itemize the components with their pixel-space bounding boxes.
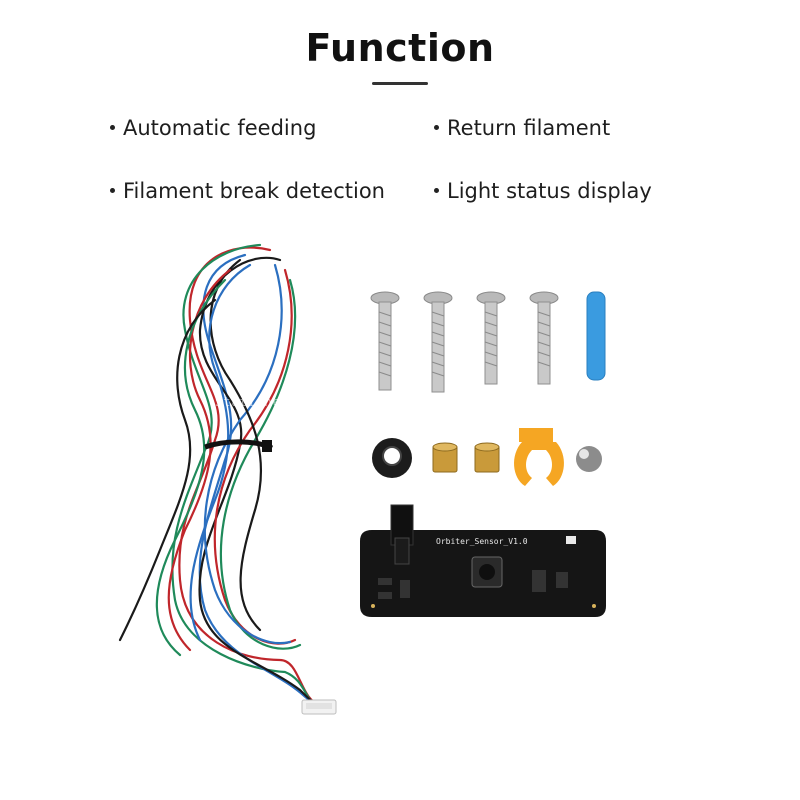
feature-label: Filament break detection <box>123 179 385 203</box>
feature-return-filament: Return filament <box>434 116 610 140</box>
brass-standoff <box>474 442 500 473</box>
watermark: Stationery And Computer Accessories Z St… <box>215 395 569 409</box>
feature-label: Light status display <box>447 179 652 203</box>
screw <box>423 291 453 393</box>
bullet-icon <box>110 187 115 193</box>
feature-light-status-display: Light status display <box>434 179 652 203</box>
steel-ball <box>576 446 602 472</box>
title-underline <box>372 82 428 85</box>
feature-automatic-feeding: Automatic feeding <box>110 116 316 140</box>
cable-bundle <box>118 243 328 710</box>
pcb-silkscreen-label: Orbiter_Sensor_V1.0 <box>436 537 528 546</box>
grommet <box>372 438 412 478</box>
orange-clip <box>514 428 564 486</box>
blue-tube <box>586 291 606 381</box>
page-title: Function <box>305 26 495 70</box>
screw <box>529 291 559 385</box>
brass-standoff <box>432 442 458 473</box>
sensor-pcb: Orbiter_Sensor_V1.0 <box>360 504 606 617</box>
screw <box>370 291 400 391</box>
bullet-icon <box>434 124 439 130</box>
bullet-icon <box>110 124 115 130</box>
feature-filament-break-detection: Filament break detection <box>110 179 385 203</box>
screws <box>370 291 559 393</box>
feature-label: Automatic feeding <box>123 116 317 140</box>
bullet-icon <box>434 187 439 193</box>
jst-connector <box>301 699 337 715</box>
screw <box>476 291 506 385</box>
cable-tie <box>204 439 274 452</box>
feature-label: Return filament <box>447 116 611 140</box>
